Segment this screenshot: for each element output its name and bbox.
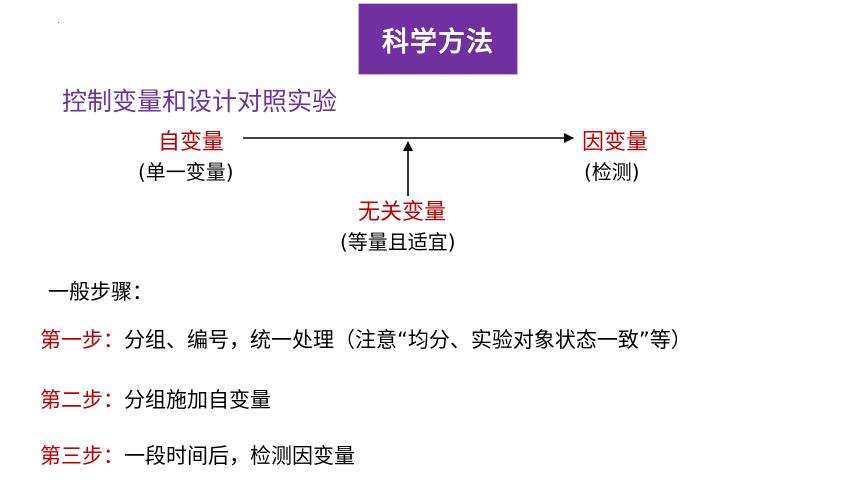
step-1-text: 分组、编号，统一处理（注意“均分、实验对象状态一致”等） xyxy=(124,328,692,352)
step-2-head: 第二步： xyxy=(40,388,124,412)
step-3-head: 第三步： xyxy=(40,444,124,468)
step-2-text: 分组施加自变量 xyxy=(124,388,271,412)
subtitle: 控制变量和设计对照实验 xyxy=(62,87,338,116)
slide-title: 科学方法 xyxy=(382,26,494,58)
steps-title: 一般步骤： xyxy=(48,280,153,304)
decorative-dot xyxy=(58,22,59,23)
title-box: 科学方法 xyxy=(358,3,518,75)
independent-variable-label: 自变量 xyxy=(158,130,225,155)
step-1-head: 第一步： xyxy=(40,328,124,352)
step-3: 第三步：一段时间后，检测因变量 xyxy=(40,440,355,470)
irrelevant-variable-label: 无关变量 xyxy=(358,200,447,225)
dependent-variable-note: (检测) xyxy=(584,160,640,184)
step-3-text: 一段时间后，检测因变量 xyxy=(124,444,355,468)
dependent-variable-label: 因变量 xyxy=(582,130,649,155)
step-1: 第一步：分组、编号，统一处理（注意“均分、实验对象状态一致”等） xyxy=(40,324,692,354)
independent-variable-note: (单一变量) xyxy=(138,160,234,184)
irrelevant-variable-note: (等量且适宜) xyxy=(340,230,456,254)
step-2: 第二步：分组施加自变量 xyxy=(40,384,271,414)
